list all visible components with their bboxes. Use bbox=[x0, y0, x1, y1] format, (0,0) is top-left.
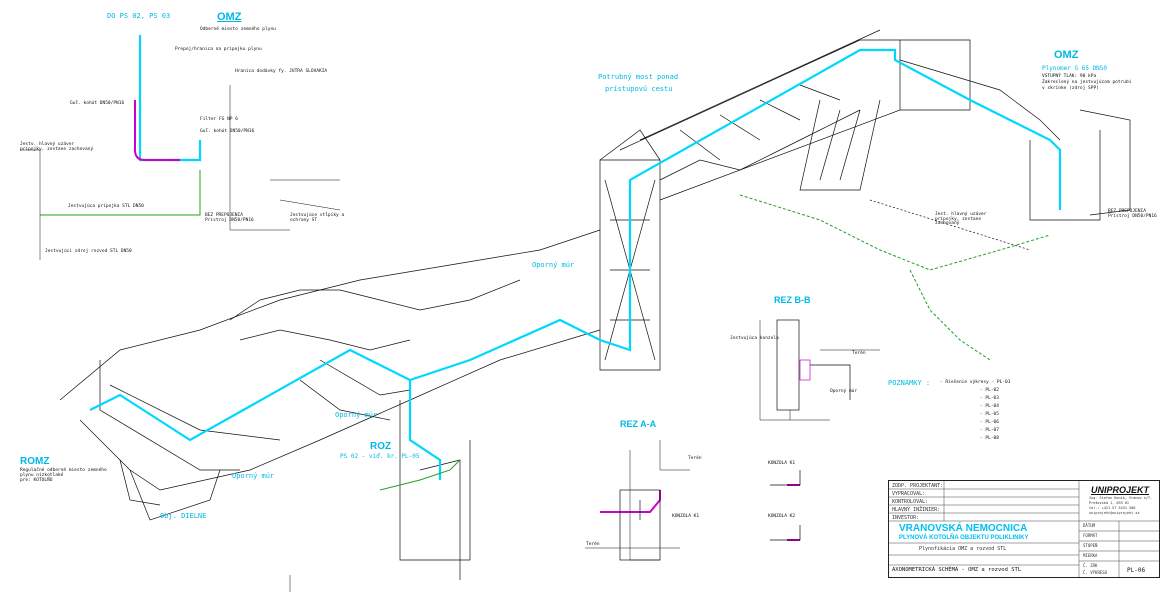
omz-right-label-1: Jest. hlavný uzáver prípojky, zostane za… bbox=[935, 212, 987, 226]
tb-part: Plynofikácia OMZ a rozvod STL bbox=[919, 546, 1007, 552]
wall-label-0: Oporný múr bbox=[532, 261, 575, 269]
konzoly-detail bbox=[770, 470, 801, 541]
poznamky-item-1: - PL-02 bbox=[980, 388, 999, 393]
konzola-k1: KONZOLA K1 bbox=[768, 461, 796, 466]
tb-firm-sub-1: Prešovská 1, 093 01 bbox=[1089, 501, 1130, 505]
wall-label-1: Oporný múr bbox=[335, 411, 378, 419]
tb-meta-1: FORMÁT bbox=[1083, 533, 1098, 538]
omz-label-7: BEZ PREPOJENIA Prístroj DN50/PN16 bbox=[205, 213, 254, 223]
tb-firm-sub-0: Ing. Štefan Koník, Vranov n/T. bbox=[1089, 496, 1153, 500]
gas-pipeline bbox=[89, 35, 1062, 480]
rez-aa-title: REZ A-A bbox=[620, 419, 657, 429]
rez-aa-label-0: Terén bbox=[688, 456, 702, 461]
omz-left-title: OMZ bbox=[217, 11, 242, 23]
rez-bb-label-2: Oporný múr bbox=[830, 389, 858, 394]
konzola-k2: KONZOLA K2 bbox=[768, 514, 796, 519]
omz-right-note-2: v skrinke (zdroj SPP) bbox=[1042, 86, 1099, 91]
poznamky-title: POZNÁMKY : bbox=[888, 379, 931, 387]
tb-number: PL-06 bbox=[1127, 567, 1146, 574]
rez-aa-label-1: KONZOLA K1 bbox=[672, 514, 700, 519]
tb-row-1: VYPRACOVAL: bbox=[892, 491, 926, 497]
poznamky-item-0: - Riešenie výkresy - PL-01 bbox=[940, 380, 1011, 385]
omz-right-note-0: VSTUPNÝ TLAK: 90 kPa bbox=[1042, 74, 1097, 79]
wall-linework bbox=[59, 29, 1131, 580]
poznamky-item-3: - PL-04 bbox=[980, 404, 999, 409]
green-lines bbox=[40, 170, 1051, 491]
obj-dielne: Obj. DIELNE bbox=[160, 512, 207, 520]
omz-label-5: Jestv. hlavný uzáver prípojky, zostane z… bbox=[20, 142, 94, 152]
omz-right-title: OMZ bbox=[1054, 49, 1079, 61]
tb-meta-4: Č. ZÁK bbox=[1083, 563, 1098, 568]
roz-title: ROZ bbox=[370, 441, 392, 452]
tb-project-sub: PLYNOVÁ KOTOLŇA OBJEKTU POLIKLINIKY bbox=[899, 535, 1029, 541]
rez-bb-label-1: Terén bbox=[852, 351, 866, 356]
omz-label-2: Filter FG NP 6 bbox=[200, 117, 238, 122]
tb-row-0: ZODP. PROJEKTANT: bbox=[892, 483, 944, 489]
tb-row-2: KONTROLOVAL: bbox=[892, 499, 929, 505]
omz-label-8: Jestvujúce stĺpiky a ochrany ST bbox=[290, 213, 345, 223]
omz-label-4: Guľ. kohút DN50/PN16 bbox=[200, 129, 255, 134]
tb-firm: UNIPROJEKT bbox=[1091, 485, 1150, 495]
rez-aa-detail bbox=[619, 489, 661, 561]
romz-sub-0: Regulačné odberné miesto zemného bbox=[20, 468, 107, 473]
poznamky-item-5: - PL-06 bbox=[980, 420, 999, 425]
omz-left-header: DO PS 02, PS 03 bbox=[107, 12, 171, 20]
tb-meta-0: DÁTUM bbox=[1083, 523, 1096, 528]
tb-firm-sub-2: tel.: +421 57 4431 500 bbox=[1089, 506, 1136, 510]
wall-label-2: Oporný múr bbox=[232, 472, 275, 480]
romz-sub-1: plynu nízkotlaké bbox=[20, 473, 64, 478]
omz-left-subtitle: Odberné miesto zemného plynu bbox=[200, 27, 276, 32]
rez-aa-label-2: Terén bbox=[586, 542, 600, 547]
rez-bb-detail bbox=[776, 319, 851, 411]
omz-right-note-1: Zakreslený na jestvujúcom potrubí bbox=[1042, 80, 1132, 85]
title-block-grid bbox=[889, 481, 1159, 577]
tb-meta-3: MIERKA bbox=[1083, 553, 1098, 558]
bridge-label-0: Potrubný most ponad bbox=[598, 73, 679, 81]
omz-label-3: Guľ. kohút DN50/PN16 bbox=[70, 101, 125, 106]
bridge-label-1: prístupovú cestu bbox=[605, 85, 673, 93]
poznamky-item-4: - PL-05 bbox=[980, 412, 999, 417]
tb-drawing: AXONOMETRICKÁ SCHÉMA - OMZ a rozvod STL bbox=[892, 567, 1022, 573]
romz-sub-2: pre: KOTOLŇU bbox=[20, 478, 53, 483]
poznamky-item-2: - PL-03 bbox=[980, 396, 999, 401]
omz-right-subtitle: Plynomer G 65 DN50 bbox=[1042, 65, 1108, 72]
poznamky-item-7: - PL-08 bbox=[980, 436, 999, 441]
omz-label-1: Hranica dodávky fy. JUTRA SLOVAKIA bbox=[235, 69, 328, 74]
tb-meta-2: STUPEŇ bbox=[1083, 543, 1098, 548]
omz-label-9: Jestvujúci zdroj rozvod STL DN50 bbox=[45, 249, 132, 254]
omz-label-0: Prepoj/hranica na prípojku plynu bbox=[175, 47, 262, 52]
omz-label-6: Jestvujúca prípojka STL DN50 bbox=[68, 204, 144, 209]
tb-row-4: INVESTOR: bbox=[892, 515, 920, 521]
tb-meta-5: Č. VÝKRESU bbox=[1083, 570, 1108, 575]
omz-right-label-2: BEZ PREPOJENIA Prístroj DN50/PN16 bbox=[1108, 209, 1157, 219]
tb-row-3: HLAVNÝ INŽINIER: bbox=[892, 507, 941, 513]
romz-title: ROMZ bbox=[20, 456, 50, 467]
tb-project: VRANOVSKÁ NEMOCNICA bbox=[899, 523, 1028, 534]
roz-sub: PS 02 - viď. kr. PL-05 bbox=[340, 453, 420, 460]
rez-bb-title: REZ B-B bbox=[774, 295, 811, 305]
title-block: ZODP. PROJEKTANT: VYPRACOVAL: KONTROLOVA… bbox=[888, 480, 1160, 578]
poznamky-item-6: - PL-07 bbox=[980, 428, 999, 433]
tb-firm-sub-3: uniprojekt@uniprojekt.sk bbox=[1089, 511, 1140, 515]
rez-bb-label-0: Jestvujúca konzola bbox=[730, 336, 779, 341]
